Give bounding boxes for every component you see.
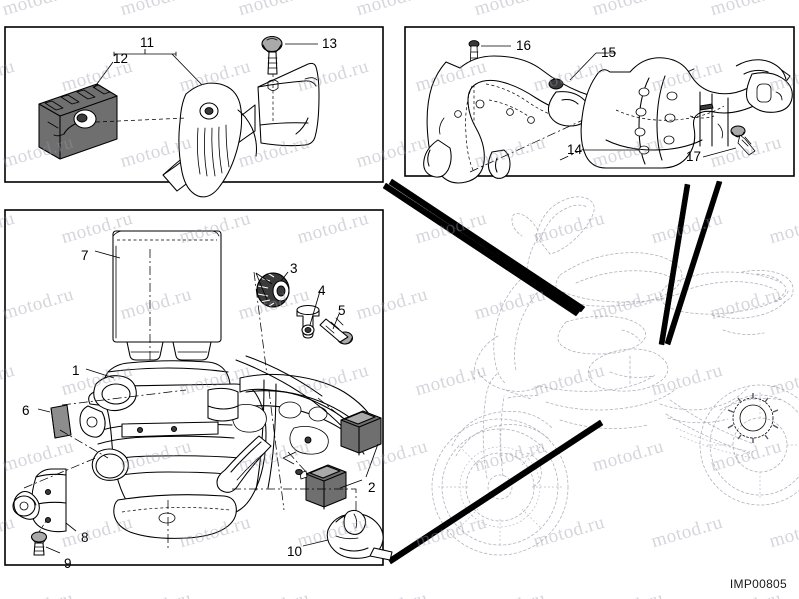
part-8-support-bracket <box>12 468 67 533</box>
callout-12-leader <box>93 61 114 89</box>
part-2-relay-upper <box>340 410 382 456</box>
part-11-battery-holder <box>162 62 320 198</box>
bike-front-wheel <box>431 373 569 556</box>
part-10-cable-clamp <box>326 509 393 561</box>
callout-number-6: 6 <box>22 403 30 418</box>
callout-5-leader <box>332 313 340 330</box>
part-4-spacer-bush <box>296 304 320 339</box>
callout-9-leader <box>45 546 61 554</box>
bike-bodywork <box>473 196 794 459</box>
callout-number-12: 12 <box>113 51 129 66</box>
callout-number-2: 2 <box>368 480 376 495</box>
callout-7-leader <box>94 250 121 259</box>
panel-main-frame <box>4 209 384 566</box>
part-1-battery-tray <box>79 355 375 539</box>
callout-number-4: 4 <box>318 283 326 298</box>
group-battery-holder <box>38 35 320 198</box>
part-13-screw <box>261 35 283 75</box>
callout-10-leader <box>302 539 329 547</box>
part-5-flange-bolt <box>319 317 354 345</box>
callout-1-leader <box>85 368 115 379</box>
callout-6-leader <box>37 408 51 413</box>
group-frame-castings <box>423 40 793 184</box>
callout-2-leader-upper <box>365 443 379 478</box>
callout-number-10: 10 <box>287 544 303 559</box>
alignment-2 <box>317 397 346 421</box>
part-2-relay-lower <box>295 464 347 510</box>
group-ecu-and-tray <box>12 230 393 561</box>
diagram-code: IMP00805 <box>729 577 787 591</box>
callout-number-15: 15 <box>601 45 617 60</box>
bike-rear-wheel <box>699 384 799 506</box>
part-15-left-frame-casting <box>423 55 621 184</box>
part-3-rubber-grommet <box>256 271 290 309</box>
alignment-6 <box>61 389 187 406</box>
callout-number-16: 16 <box>516 38 532 53</box>
callout-number-8: 8 <box>81 530 89 545</box>
callout-number-3: 3 <box>290 261 298 276</box>
callout-17-leader <box>702 147 737 158</box>
callout-15-leader <box>569 52 616 81</box>
alignment-10 <box>232 488 357 510</box>
callout-4-leader <box>309 290 321 326</box>
callout-number-14: 14 <box>567 142 583 157</box>
callout-number-7: 7 <box>81 248 89 263</box>
callout-8-leader <box>65 522 77 532</box>
callout-number-13: 13 <box>322 36 338 51</box>
panel-pointer-lines <box>382 178 723 565</box>
part-7-engine-control-unit <box>112 230 222 361</box>
callout-number-5: 5 <box>338 303 346 318</box>
callout-number-11: 11 <box>140 35 155 50</box>
callout-number-17: 17 <box>686 149 702 164</box>
callout-number-9: 9 <box>64 556 72 571</box>
panel-top-right-frame <box>404 26 795 177</box>
part-17-short-screw <box>730 125 756 156</box>
callout-3-leader <box>280 271 289 282</box>
alignment-8 <box>23 456 99 489</box>
part-9-bolt <box>30 531 48 556</box>
part-14-right-frame-casting <box>580 57 793 169</box>
alignment-12-to-11 <box>95 117 187 123</box>
part-6-rubber-pad <box>50 404 72 439</box>
callout-2-leader-lower <box>339 479 363 489</box>
callout-number-1: 1 <box>72 363 80 378</box>
